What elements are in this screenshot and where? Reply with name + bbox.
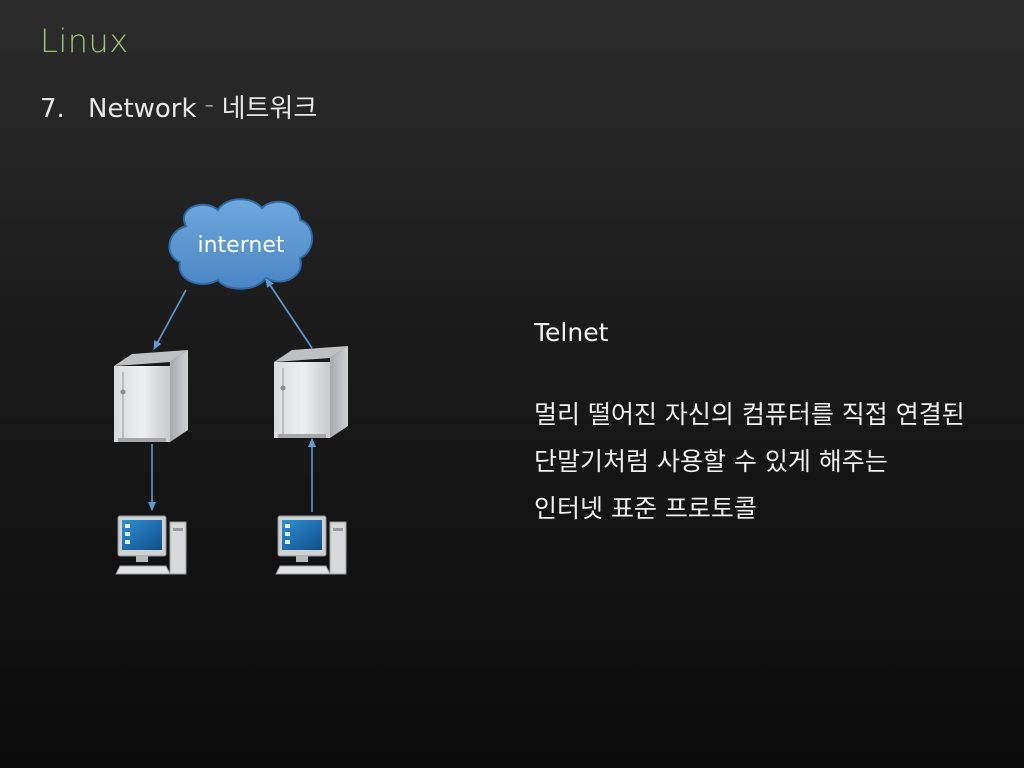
computer-icon-left <box>115 515 187 575</box>
subtitle-korean: 네트워크 <box>221 94 318 124</box>
arrow-cloud-to-server-left <box>153 289 187 350</box>
subtitle-text: Network <box>88 94 197 124</box>
cloud-label: internet <box>198 233 285 258</box>
server-icon-right <box>274 346 348 438</box>
internet-cloud: internet <box>168 198 313 290</box>
description-line: 단말기처럼 사용할 수 있게 해주는 <box>534 447 888 476</box>
subtitle-number: 7. <box>40 94 65 124</box>
slide-subtitle: 7. Network–네트워크 <box>40 88 317 125</box>
cloud-shape <box>168 198 313 290</box>
description-panel: Telnet 멀리 떨어진 자신의 컴퓨터를 직접 연결된 단말기처럼 사용할 … <box>534 318 965 532</box>
description-heading: Telnet <box>534 318 609 347</box>
server-icon-left <box>114 350 188 442</box>
slide-title: Linux <box>40 22 129 60</box>
subtitle-separator: – <box>204 95 214 116</box>
computer-icon-right <box>275 515 347 575</box>
description-line: 멀리 떨어진 자신의 컴퓨터를 직접 연결된 <box>534 400 965 429</box>
description-line: 인터넷 표준 프로토콜 <box>534 494 757 523</box>
arrow-server-right-to-cloud <box>265 278 313 349</box>
